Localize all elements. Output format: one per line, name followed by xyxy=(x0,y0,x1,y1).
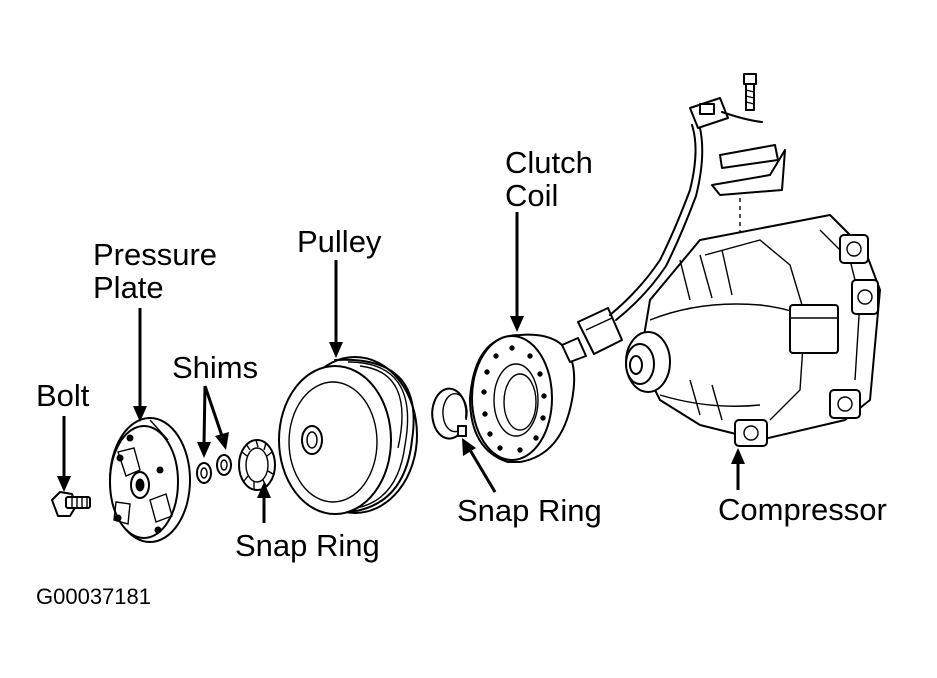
clutch-coil-label-line1: Clutch xyxy=(505,145,593,180)
coil-wire-harness xyxy=(577,97,763,355)
label-arrows xyxy=(57,212,745,523)
pulley-label: Pulley xyxy=(297,224,382,259)
clutch-coil-label-line2: Coil xyxy=(505,178,558,213)
compressor-label: Compressor xyxy=(718,492,887,527)
pulley-part xyxy=(278,356,418,515)
clutch-coil-part xyxy=(469,333,587,463)
bolt-label: Bolt xyxy=(36,378,90,413)
compressor-part xyxy=(625,73,881,447)
front-snap-ring-label: Snap Ring xyxy=(235,528,380,563)
pressure-plate-label-line2: Plate xyxy=(93,270,164,305)
bolt-part xyxy=(51,491,91,517)
shims-part xyxy=(196,454,232,484)
rear-snap-ring-part xyxy=(431,387,468,440)
pressure-plate-label-line1: Pressure xyxy=(93,237,217,272)
rear-snap-ring-label: Snap Ring xyxy=(457,493,602,528)
figure-id: G00037181 xyxy=(36,584,151,609)
pressure-plate-part xyxy=(109,417,191,543)
front-snap-ring-part xyxy=(238,439,276,491)
shims-label: Shims xyxy=(172,350,258,385)
